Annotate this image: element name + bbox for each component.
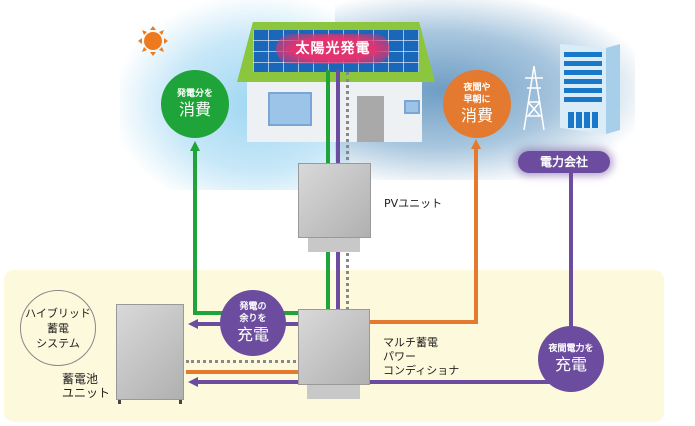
pv-unit [298, 163, 371, 238]
label-line: 蓄電 [47, 321, 69, 335]
label-line: マルチ蓄電 [383, 336, 438, 349]
power-tower-icon [521, 65, 547, 131]
bubble-caption: 早朝に [463, 95, 491, 105]
office-building-icon [558, 40, 622, 134]
orange-battery-line [186, 370, 302, 374]
power-conditioner-unit [298, 309, 370, 385]
orange-arrow-up [471, 139, 481, 149]
purple-arrow-left [188, 377, 198, 387]
hybrid-system-badge: ハイブリッド 蓄電 システム [20, 290, 96, 366]
power-conditioner-base [307, 385, 360, 399]
night-consume-bubble: 夜間や 早朝に 消費 [443, 70, 511, 138]
purple-battery-line-bottom [196, 380, 302, 384]
house-window [404, 100, 420, 114]
pv-unit-label: PVユニット [384, 197, 443, 210]
bubble-title: 充電 [554, 355, 587, 374]
label-line: ハイブリッド [25, 306, 91, 320]
power-company-label: 電力会社 [518, 151, 610, 173]
bubble-title: 充電 [236, 325, 269, 344]
battery-legs [118, 400, 182, 404]
bubble-caption: 夜間電力を [548, 344, 594, 354]
bubble-title: 消費 [460, 106, 493, 125]
green-consume-line [193, 150, 197, 315]
pv-unit-base [308, 238, 360, 252]
label-line: ユニット [62, 386, 111, 400]
power-conditioner-label: マルチ蓄電 パワー コンディショナ [383, 336, 459, 378]
label-line: 蓄電池 [62, 372, 99, 386]
moon-icon [478, 20, 510, 54]
battery-unit [116, 304, 184, 400]
bubble-caption: 余りを [239, 314, 267, 324]
sun-icon [138, 26, 168, 56]
label-line: パワー [383, 350, 416, 363]
battery-unit-label: 蓄電池 ユニット [62, 372, 110, 400]
grid-night-line [569, 172, 573, 382]
orange-horizontal-line [370, 320, 478, 324]
night-charge-bubble: 夜間電力を 充電 [538, 326, 604, 392]
surplus-charge-bubble: 発電の 余りを 充電 [220, 290, 286, 356]
label-line: システム [36, 336, 80, 350]
grid-night-horizontal [370, 380, 573, 384]
signal-battery-line [186, 360, 302, 363]
bubble-title: 消費 [178, 100, 211, 119]
house-door [357, 96, 384, 142]
bubble-caption: 夜間や [463, 83, 491, 93]
bubble-caption: 発電の [239, 302, 267, 312]
green-arrow-up [190, 141, 200, 151]
label-line: コンディショナ [383, 364, 460, 377]
daytime-consume-bubble: 発電分を 消費 [161, 70, 229, 138]
orange-consume-line [474, 148, 478, 323]
bubble-caption: 発電分を [176, 89, 213, 99]
solar-generation-label: 太陽光発電 [276, 34, 390, 64]
house-window [268, 92, 312, 126]
purple-arrow-left [188, 319, 198, 329]
